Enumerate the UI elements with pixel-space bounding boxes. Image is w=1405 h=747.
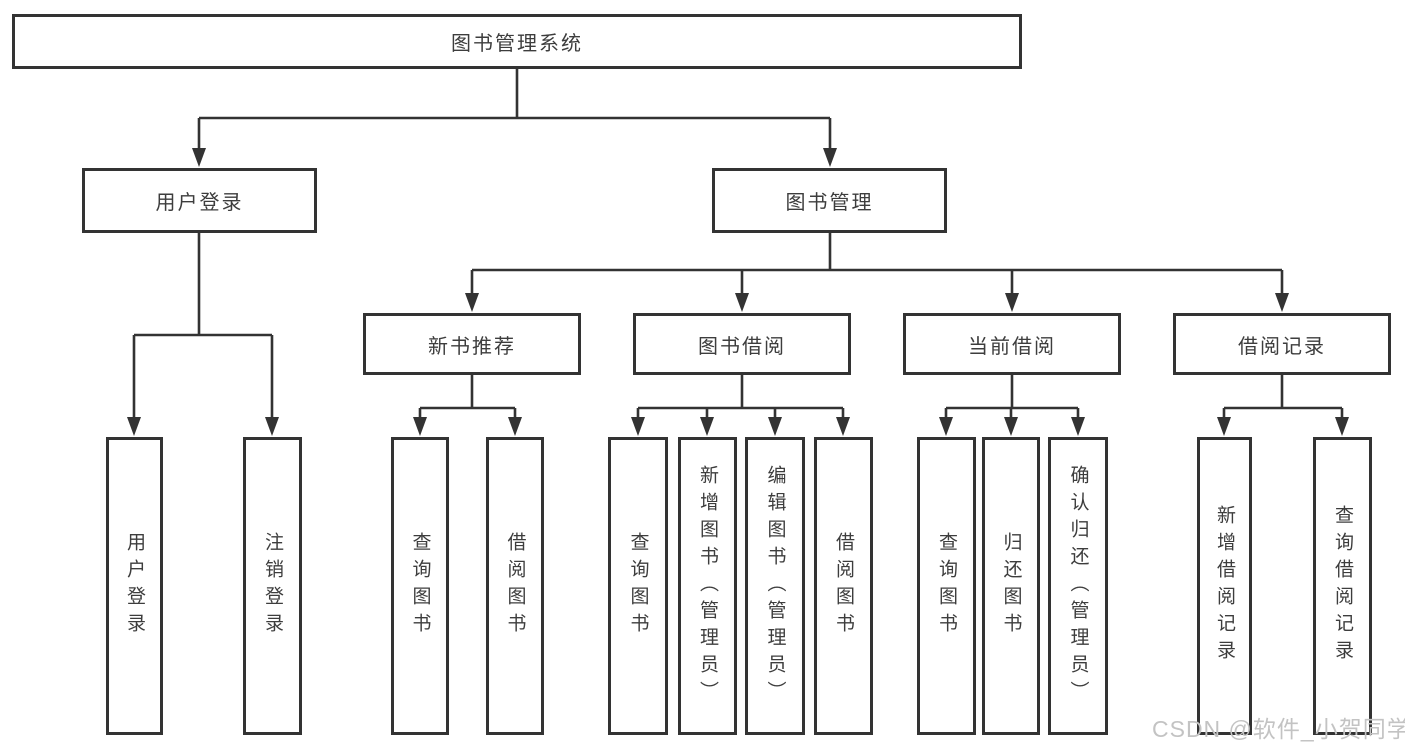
node-current-borrowing: 当前借阅	[903, 313, 1121, 375]
connector-bookborrow-to-leaves	[636, 375, 845, 419]
node-label: 图书借阅	[698, 335, 786, 358]
node-label: 注销登录	[262, 532, 283, 640]
node-book-management: 图书管理	[712, 168, 947, 233]
node-user-login: 用户登录	[82, 168, 317, 233]
leaf-bb-query-books: 查询图书	[608, 437, 668, 735]
node-label: 新增图书（管理员）	[697, 464, 718, 708]
node-label: 归还图书	[1000, 532, 1022, 640]
node-label: 用户登录	[155, 192, 244, 214]
connector-currentborrow-to-leaves	[944, 375, 1080, 419]
node-label: 图书管理	[785, 192, 874, 214]
connector-root-to-level2	[197, 69, 832, 150]
connector-newbookrec-to-leaves	[418, 375, 517, 419]
node-label: 借阅记录	[1238, 335, 1326, 358]
node-label: 图书管理系统	[451, 33, 583, 55]
node-label: 确认归还（管理员）	[1067, 464, 1089, 708]
connector-borrowrecords-to-leaves	[1222, 375, 1344, 419]
node-library-management-system: 图书管理系统	[12, 14, 1022, 69]
leaf-bb-edit-books-admin: 编辑图书（管理员）	[745, 437, 805, 735]
node-new-book-recommendation: 新书推荐	[363, 313, 581, 375]
leaf-cb-confirm-return-admin: 确认归还（管理员）	[1048, 437, 1108, 735]
leaf-cb-query-books: 查询图书	[917, 437, 976, 735]
leaf-user-login: 用户登录	[106, 437, 163, 735]
csdn-watermark: CSDN @软件_小贺同学	[1152, 716, 1405, 742]
leaf-cb-return-books: 归还图书	[982, 437, 1040, 735]
node-label: 查询图书	[627, 532, 649, 640]
node-label: 用户登录	[124, 532, 145, 640]
leaf-rec-query-books: 查询图书	[391, 437, 449, 735]
node-label: 当前借阅	[968, 335, 1056, 358]
node-label: 借阅图书	[504, 532, 526, 640]
node-label: 编辑图书（管理员）	[764, 464, 786, 708]
node-label: 查询借阅记录	[1332, 505, 1353, 667]
node-label: 新书推荐	[428, 335, 516, 358]
leaf-bb-borrow-books: 借阅图书	[814, 437, 873, 735]
leaf-br-query-borrow-record: 查询借阅记录	[1313, 437, 1372, 735]
node-label: 查询图书	[409, 532, 431, 640]
node-label: 查询图书	[936, 532, 957, 640]
leaf-rec-borrow-books: 借阅图书	[486, 437, 544, 735]
leaf-br-add-borrow-record: 新增借阅记录	[1197, 437, 1252, 735]
leaf-bb-add-books-admin: 新增图书（管理员）	[678, 437, 737, 735]
connector-bookmgmt-to-level3	[470, 232, 1284, 295]
node-label: 借阅图书	[833, 532, 854, 640]
connector-userlogin-to-leaves	[132, 233, 274, 419]
leaf-logout: 注销登录	[243, 437, 302, 735]
node-book-borrowing: 图书借阅	[633, 313, 851, 375]
node-label: 新增借阅记录	[1214, 505, 1235, 667]
node-borrowing-records: 借阅记录	[1173, 313, 1391, 375]
